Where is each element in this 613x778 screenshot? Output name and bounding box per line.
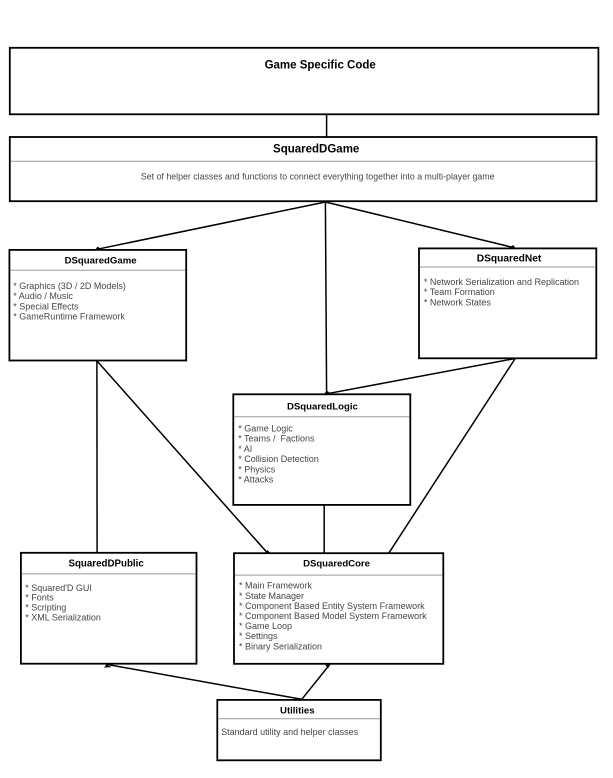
svg-text:* Network Serialization and Re: * Network Serialization and Replication bbox=[424, 277, 579, 287]
svg-text:* Main Framework: * Main Framework bbox=[239, 581, 313, 591]
svg-text:DSquaredGame: DSquaredGame bbox=[65, 256, 137, 267]
svg-text:* State Manager: * State Manager bbox=[239, 591, 304, 601]
svg-text:* Network States: * Network States bbox=[424, 297, 492, 307]
svg-text:* GameRuntime Framework: * GameRuntime Framework bbox=[13, 312, 125, 322]
svg-text:* Graphics (3D / 2D Models): * Graphics (3D / 2D Models) bbox=[13, 281, 126, 291]
svg-text:* Attacks: * Attacks bbox=[238, 475, 274, 485]
svg-text:Game Specific Code: Game Specific Code bbox=[265, 60, 376, 72]
svg-text:* Binary Serialization: * Binary Serialization bbox=[239, 641, 322, 651]
svg-text:Set of helper classes and func: Set of helper classes and functions to c… bbox=[141, 172, 495, 182]
svg-text:* Squared'D GUI: * Squared'D GUI bbox=[25, 583, 92, 593]
svg-text:* Settings: * Settings bbox=[239, 631, 278, 641]
svg-text:* Teams / Factions: * Teams / Factions bbox=[238, 434, 315, 444]
svg-text:* Game Loop: * Game Loop bbox=[239, 621, 292, 631]
svg-text:* Fonts: * Fonts bbox=[25, 593, 54, 603]
svg-text:* Scripting: * Scripting bbox=[25, 603, 66, 613]
svg-text:* AI: * AI bbox=[238, 444, 252, 454]
svg-text:* Physics: * Physics bbox=[238, 464, 276, 474]
svg-text:Standard utility and helper cl: Standard utility and helper classes bbox=[221, 727, 359, 737]
svg-text:DSquaredNet: DSquaredNet bbox=[477, 254, 542, 265]
svg-text:* XML Serialization: * XML Serialization bbox=[25, 613, 101, 623]
svg-text:Utilities: Utilities bbox=[280, 706, 314, 717]
svg-text:* Component Based Entity Syste: * Component Based Entity System Framewor… bbox=[239, 601, 425, 611]
svg-text:* Game Logic: * Game Logic bbox=[238, 423, 293, 433]
svg-text:SquaredDGame: SquaredDGame bbox=[273, 144, 359, 156]
svg-text:* Team Formation: * Team Formation bbox=[424, 287, 495, 297]
svg-text:SquaredDPublic: SquaredDPublic bbox=[68, 559, 144, 570]
svg-text:DSquaredCore: DSquaredCore bbox=[303, 558, 370, 569]
svg-text:* Collision Detection: * Collision Detection bbox=[238, 454, 319, 464]
svg-text:* Special Effects: * Special Effects bbox=[13, 301, 79, 311]
svg-text:* Audio / Music: * Audio / Music bbox=[13, 291, 73, 301]
svg-text:DSquaredLogic: DSquaredLogic bbox=[287, 402, 359, 413]
svg-text:* Component Based Model System: * Component Based Model System Framework bbox=[239, 611, 427, 621]
